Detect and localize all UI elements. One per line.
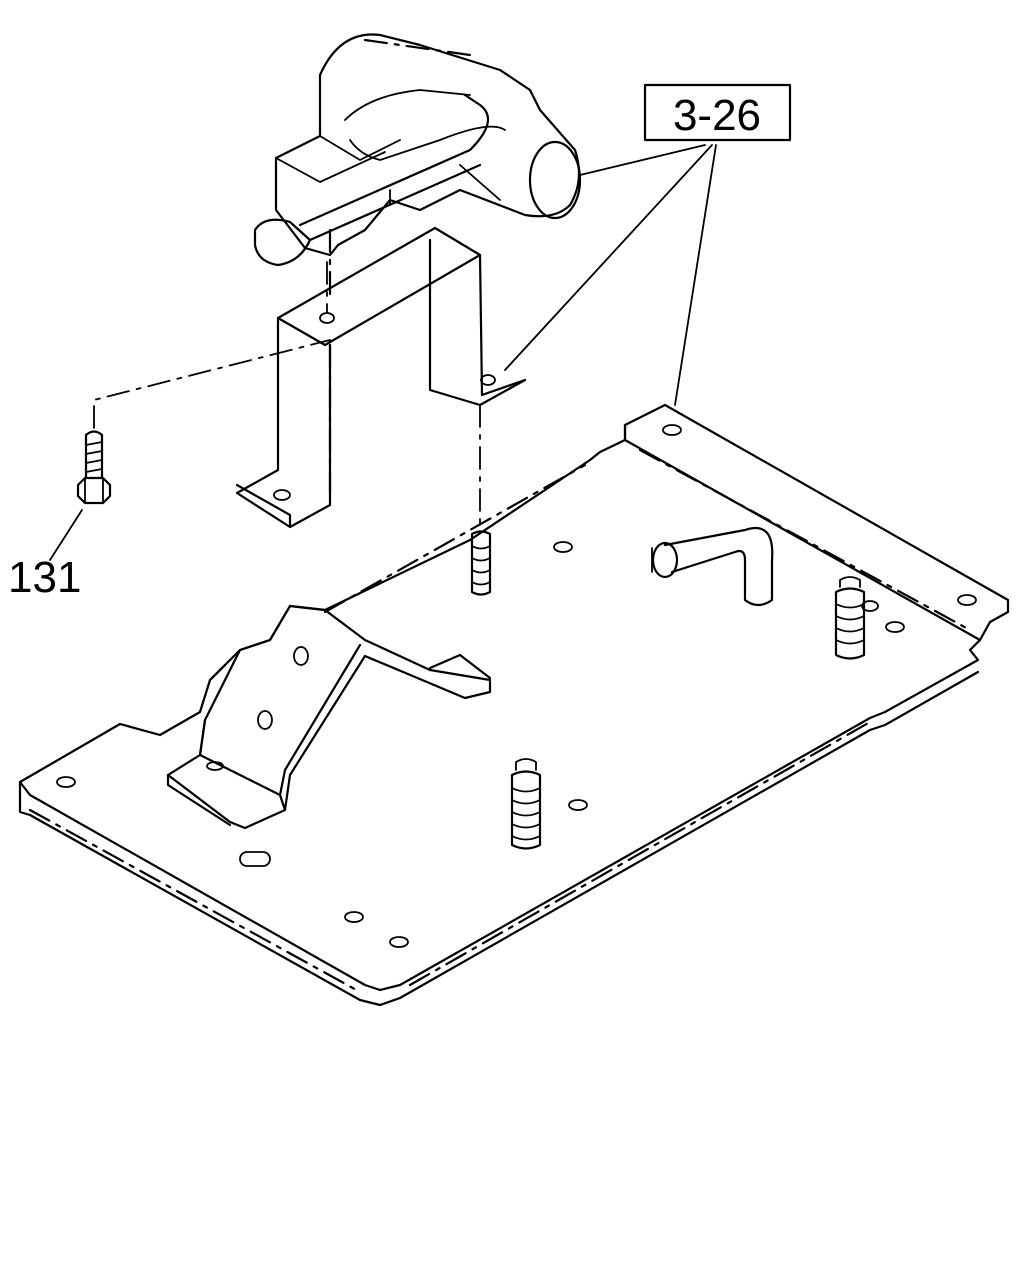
bolt-part-number: 131 (8, 553, 81, 602)
actuator-assembly (253, 33, 582, 302)
bolt (76, 430, 112, 505)
stud-center (470, 530, 492, 596)
base-plate (18, 403, 1010, 1007)
stud-left (510, 758, 542, 850)
u-bracket (235, 226, 527, 529)
ref-callout-box (643, 83, 792, 142)
ref-callout-text: 3-26 (673, 91, 761, 140)
front-bracket (166, 604, 492, 830)
bent-pipe (651, 527, 774, 607)
stud-right (834, 576, 866, 660)
leader-lines (49, 144, 717, 561)
ref-callout: 3-26 (643, 83, 792, 142)
